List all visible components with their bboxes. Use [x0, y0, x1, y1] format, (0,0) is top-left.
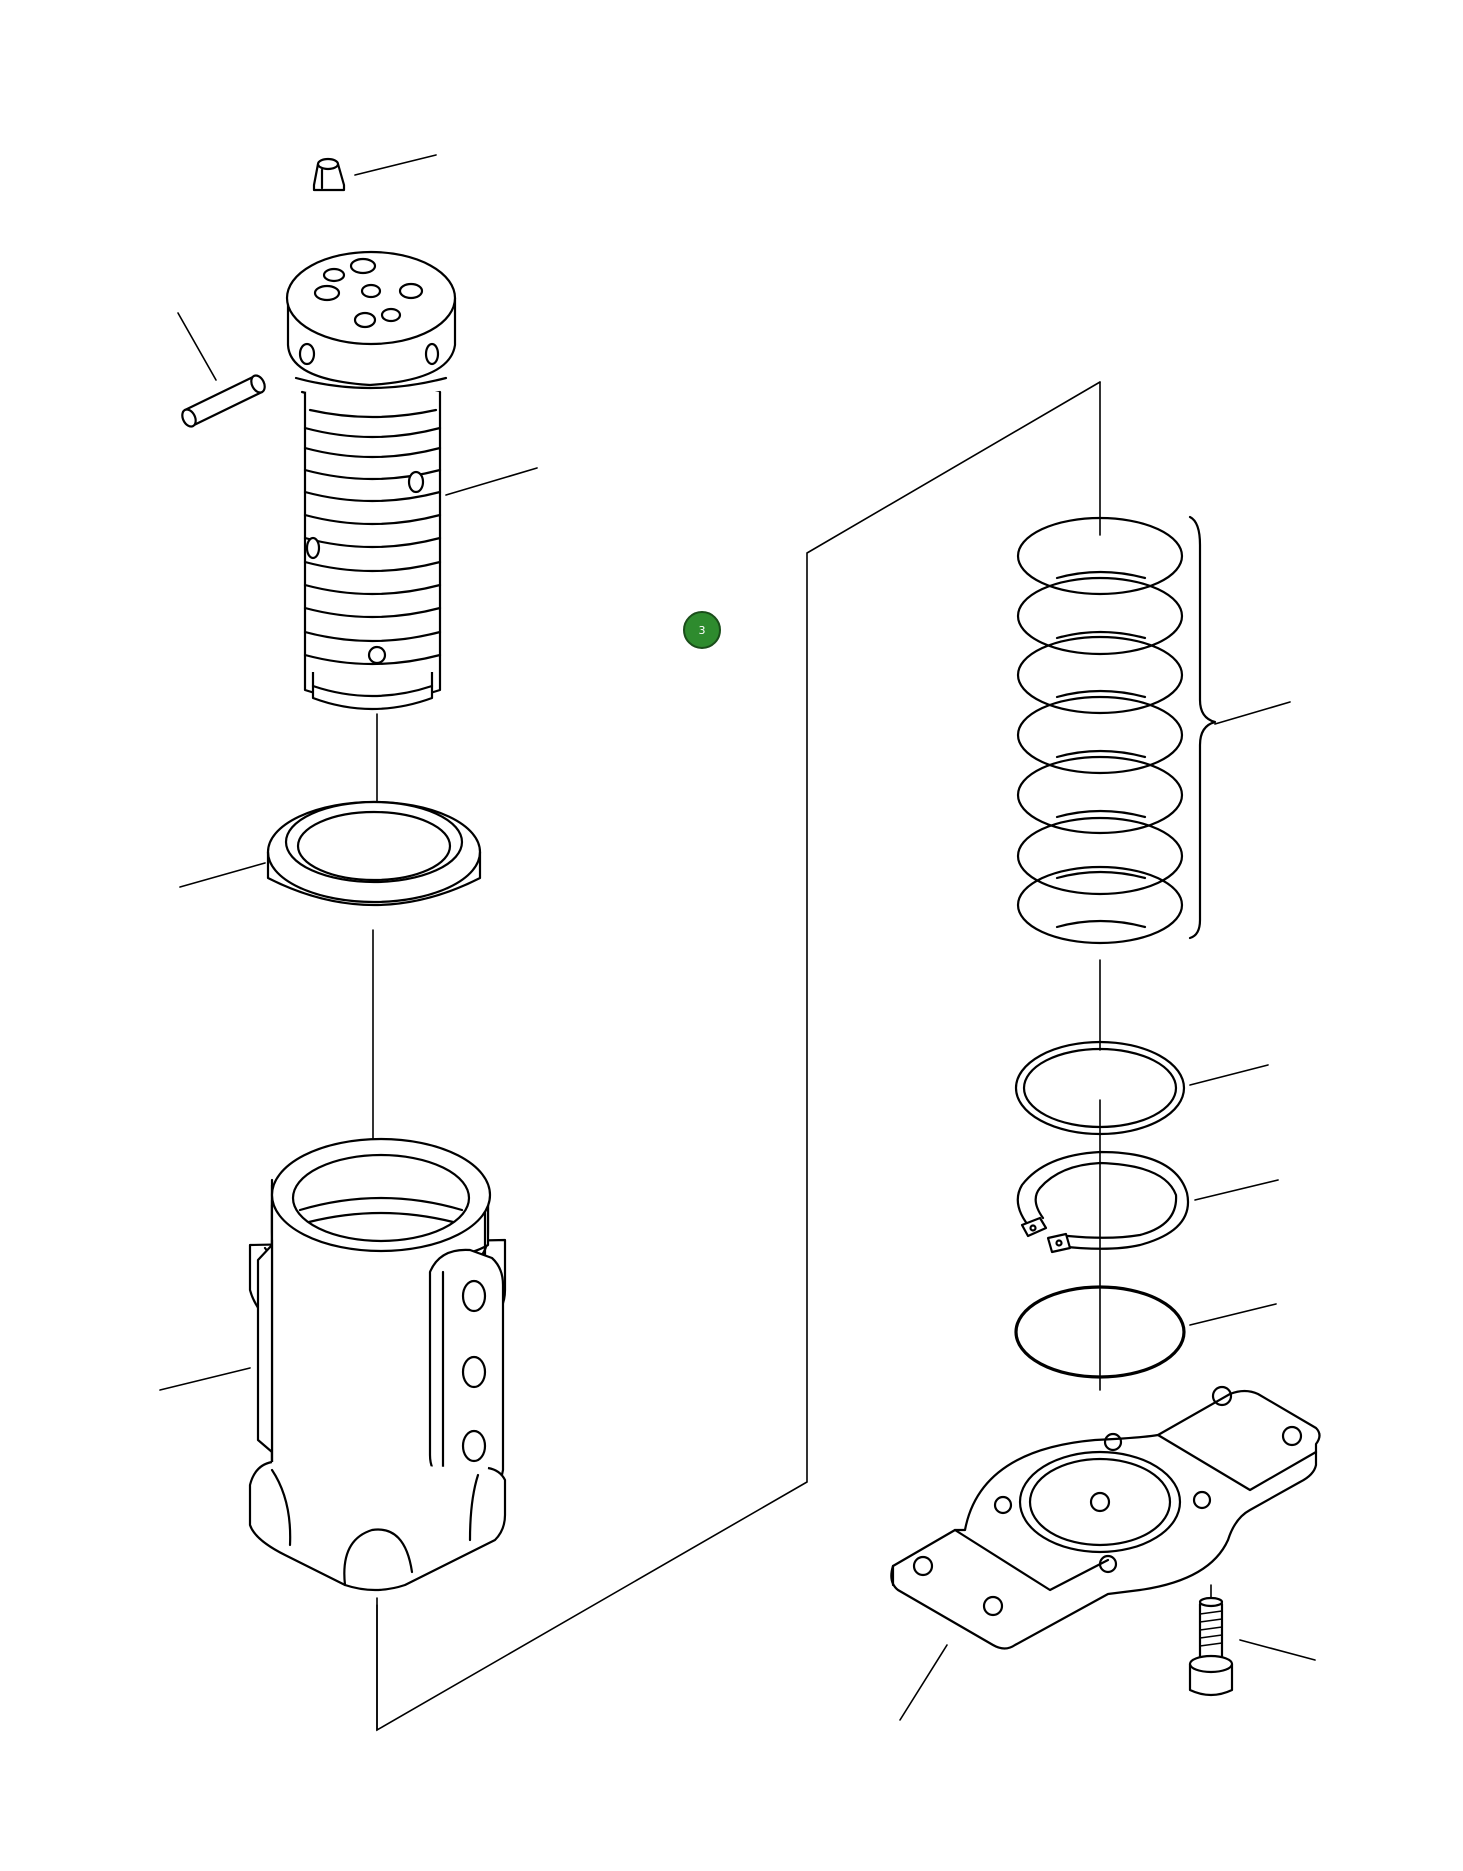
leader-line-snap-ring — [1194, 1179, 1279, 1201]
leader-line-cover-plate — [899, 1644, 948, 1721]
leader-line-rotor — [445, 467, 538, 496]
leader-line-seal-ring — [179, 862, 266, 888]
callout-circle[interactable] — [683, 611, 721, 649]
seal-stack-part — [1016, 381, 1291, 1051]
cover-plate-part — [890, 1385, 1321, 1721]
leader-line-backup-ring — [1189, 1064, 1269, 1086]
o-ring-part — [1014, 1099, 1277, 1391]
callout-label: 3 — [699, 624, 706, 637]
rotor-spool-part — [285, 250, 538, 711]
backup-ring-part — [1014, 1040, 1269, 1136]
leader-line-seal-stack — [1214, 701, 1291, 725]
leader-line-top-plug — [354, 154, 437, 176]
leader-line-housing — [159, 1367, 251, 1391]
top-plug-part — [312, 154, 437, 192]
snap-ring-part — [1016, 1150, 1279, 1254]
callout-marker[interactable]: 3 — [683, 611, 721, 649]
leader-line-bolt — [1239, 1639, 1316, 1661]
swivel-housing-part — [159, 1137, 507, 1731]
seal-ring-part — [179, 800, 482, 907]
pin-part — [177, 312, 266, 428]
leader-line-pin — [177, 312, 217, 381]
bolt-part — [1188, 1584, 1316, 1697]
leader-line-o-ring — [1189, 1303, 1277, 1326]
